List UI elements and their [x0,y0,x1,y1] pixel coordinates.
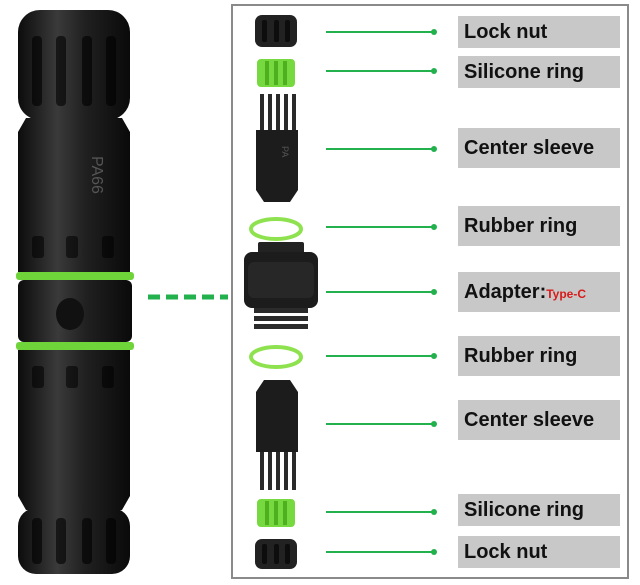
rubber-ring-top-image [249,217,303,241]
svg-text:PA: PA [280,146,290,157]
rubber-ring-bottom-image [249,345,303,369]
leader-line-silicone-ring-top [326,68,437,74]
label-adapter: Adapter:Type-C [458,272,620,312]
leader-line-center-sleeve-top [326,146,437,152]
center-sleeve-bottom-image [256,380,298,490]
label-silicone-ring-top: Silicone ring [458,56,620,88]
adapter-type-text: Type-C [546,287,587,301]
assembled-connector-image: PA66 [16,10,134,574]
label-lock-nut-top: Lock nut [458,16,620,48]
silicone-ring-bottom-image [257,499,295,527]
leader-line-rubber-ring-bottom [326,353,437,359]
center-sleeve-top-image: PA [256,94,298,202]
adapter-image [244,242,318,329]
leader-line-center-sleeve-bottom [326,421,437,427]
dashed-pointer [148,294,228,300]
leader-line-rubber-ring-top [326,224,437,230]
silicone-ring-top-image [257,59,295,87]
lock-nut-bottom-image [255,539,297,569]
label-silicone-ring-bottom: Silicone ring [458,494,620,526]
leader-line-silicone-ring-bottom [326,509,437,515]
label-rubber-ring-bottom: Rubber ring [458,336,620,376]
label-lock-nut-bottom: Lock nut [458,536,620,568]
leader-line-lock-nut-top [326,29,437,35]
label-center-sleeve-bottom: Center sleeve [458,400,620,440]
leader-line-lock-nut-bottom [326,549,437,555]
leader-line-adapter [326,289,437,295]
pa66-marking: PA66 [88,156,105,194]
lock-nut-top-image [255,15,297,47]
label-center-sleeve-top: Center sleeve [458,128,620,168]
label-rubber-ring-top: Rubber ring [458,206,620,246]
